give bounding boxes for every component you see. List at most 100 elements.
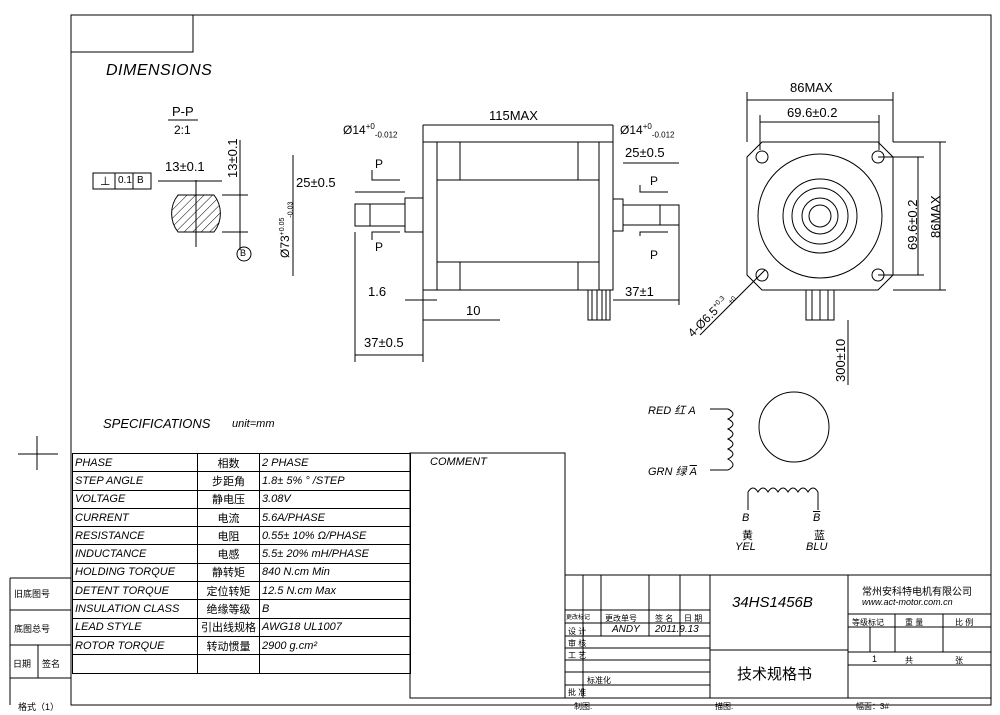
sheet-unit: 张 (955, 656, 963, 665)
side-label-sign: 签名 (42, 659, 61, 669)
weight-label: 重 量 (905, 618, 924, 627)
wire-yel: YEL (735, 541, 756, 553)
pilot-dia: Ø73+0.05-0.03 (278, 201, 295, 258)
spec-value: AWG18 UL1007 (259, 617, 411, 637)
spec-value: 3.08V (259, 489, 411, 509)
p-mark-2: P (375, 240, 384, 254)
section-view (92, 119, 252, 262)
spec-name-cn (197, 654, 260, 674)
wire-yel-cn: 黄 (742, 530, 753, 542)
review-label: 审 核 (568, 639, 587, 648)
spec-name: INDUCTANCE (72, 544, 198, 564)
sheet-number: 1 (872, 654, 878, 664)
std-label: 标准化 (587, 676, 611, 685)
wire-blu: BLU (806, 541, 828, 553)
wiring-diagram (710, 391, 830, 510)
spec-name: INSULATION CLASS (72, 599, 198, 619)
tol-ref: B (137, 175, 144, 186)
tol-value: 0.1 (118, 175, 132, 186)
body-length-dim: 115MAX (489, 108, 538, 123)
grade-label: 等级标记 (852, 618, 884, 627)
title-block-frame (564, 574, 992, 699)
spec-value: 1.8± 5% ° /STEP (259, 471, 411, 491)
wire-grn: GRN 绿 A (648, 466, 697, 478)
flat-length-right: 25±0.5 (625, 145, 665, 160)
model-number: 34HS1456B (732, 594, 813, 611)
bolt-circle-dim: 69.6±0.2 (787, 105, 838, 120)
lead-length-dim: 300±10 (833, 338, 848, 382)
spec-name: LEAD STYLE (72, 617, 198, 637)
design-label: 设 计 (568, 627, 587, 636)
spec-value: B (259, 599, 411, 619)
spec-name-cn: 步距角 (197, 471, 260, 491)
spec-name-cn: 相数 (197, 452, 260, 473)
approve-label: 批 准 (568, 688, 587, 697)
spec-value: 2900 g.cm² (259, 635, 411, 656)
wire-b: B (742, 512, 750, 524)
spec-name: CURRENT (72, 507, 198, 528)
spec-value: 840 N.cm Min (259, 562, 411, 583)
designer-name: ANDY (612, 624, 640, 635)
spec-value: 12.5 N.cm Max (259, 581, 411, 601)
spec-name: VOLTAGE (72, 489, 198, 509)
spec-name-cn: 引出线规格 (197, 617, 260, 637)
hdr-date: 日 期 (684, 614, 703, 623)
drawing-frame (70, 14, 992, 706)
spec-name (72, 654, 198, 674)
spec-value: 5.5± 20% mH/PHASE (259, 544, 411, 564)
p-mark-3: P (650, 174, 659, 188)
side-label-total: 底图总号 (14, 624, 51, 634)
flat-length-left: 25±0.5 (296, 175, 336, 190)
trace-label: 描图: (715, 702, 734, 711)
motor-side-view (292, 124, 680, 362)
spec-value (259, 654, 411, 674)
spec-name-cn: 绝缘等级 (197, 599, 260, 619)
process-label: 工 艺 (568, 651, 587, 660)
shaft-left-length: 37±0.5 (364, 335, 404, 350)
draw-label: 制图: (574, 702, 593, 711)
spec-value: 5.6A/PHASE (259, 507, 411, 528)
spec-name: STEP ANGLE (72, 471, 198, 491)
spec-name-cn: 电流 (197, 507, 260, 528)
spec-name: PHASE (72, 452, 198, 473)
side-label-frame (9, 577, 71, 705)
side-label-date: 日期 (13, 659, 32, 669)
size-label: 幅面：3# (856, 702, 889, 711)
flat-height-dim: 13±0.1 (225, 138, 240, 178)
comment-box (409, 452, 566, 699)
design-date: 2011.9.13 (655, 624, 699, 635)
spec-name-cn: 电感 (197, 544, 260, 564)
company-url: www.act-motor.com.cn (862, 597, 953, 607)
unit-label: unit=mm (232, 418, 275, 430)
company-name: 常州安科特电机有限公司 (862, 587, 972, 598)
spec-name-cn: 转动惯量 (197, 635, 260, 656)
width-dim: 86MAX (790, 80, 833, 95)
bolt-vertical-dim: 69.6±0.2 (905, 199, 920, 250)
wire-bbar: B (813, 512, 821, 524)
height-dim: 86MAX (928, 195, 943, 238)
spec-name: ROTOR TORQUE (72, 635, 198, 656)
format-label: 格式（1） (18, 702, 60, 712)
doc-title: 技术规格书 (737, 666, 813, 683)
comment-label: COMMENT (430, 456, 487, 468)
hdr-mark: 更改标记 (566, 615, 591, 621)
spec-row (72, 654, 411, 674)
flange-thickness: 1.6 (368, 284, 387, 299)
specifications-heading: SPECIFICATIONS (103, 416, 211, 431)
spec-name-cn: 定位转矩 (197, 581, 260, 601)
motor-front-view (699, 92, 946, 385)
b-ref-label: B (240, 248, 247, 258)
spec-name: HOLDING TORQUE (72, 562, 198, 583)
spec-name-cn: 静电压 (197, 489, 260, 509)
